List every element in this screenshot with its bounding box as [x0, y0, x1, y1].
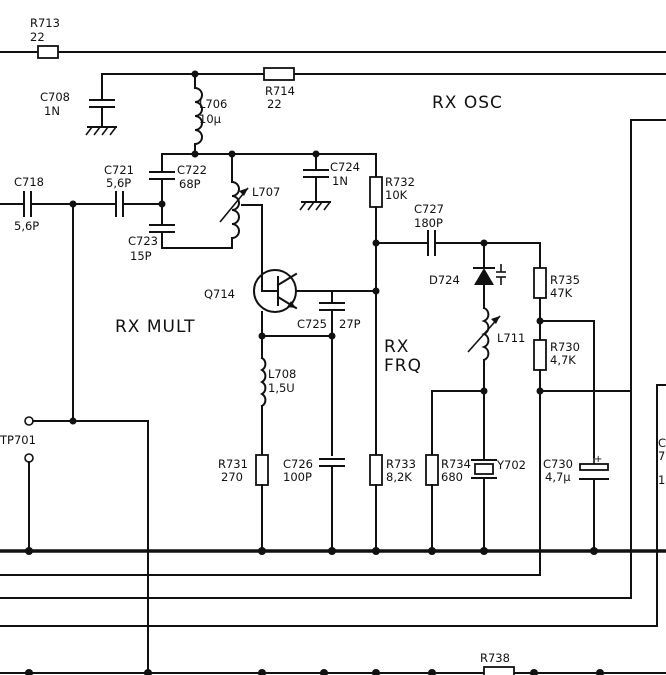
y702-ref: Y702: [496, 458, 526, 472]
resistor-r714: R714 22: [263, 67, 295, 111]
resistor-r732: R732 10K: [369, 175, 415, 456]
l706-ref: L706: [199, 97, 227, 111]
c727-ref: C727: [414, 202, 444, 216]
capacitor-c723: C723 15P: [128, 203, 233, 263]
d724-ref: D724: [429, 273, 460, 287]
capacitor-c708: C708 1N: [40, 90, 117, 136]
capacitor-c722: C722 68P: [149, 163, 207, 205]
r738-ref: R738: [480, 651, 510, 665]
r734-ref: R734: [441, 457, 471, 471]
c721-value: 5,6P: [106, 176, 131, 190]
capacitor-c726: C726 100P: [283, 457, 345, 552]
testpoint-tp701: TP701: [0, 416, 149, 675]
capacitor-c725: C725 27P: [297, 287, 380, 337]
capacitor-c721: C721 5,6P: [104, 163, 134, 217]
inductor-l708: L708 1,5U: [260, 356, 296, 456]
c718-ref: C718: [14, 175, 44, 189]
r714-value: 22: [267, 97, 282, 111]
resistor-r734: R734 680: [425, 390, 485, 552]
transistor-q714: Q714: [204, 269, 377, 337]
l706-value: 10µ: [199, 112, 222, 126]
c724-ref: C724: [330, 160, 360, 174]
l708-ref: L708: [268, 367, 296, 381]
capacitor-c724: C724 1N: [299, 160, 360, 211]
c723-ref: C723: [128, 234, 158, 248]
block-label-rx-osc: RX OSC: [432, 93, 503, 113]
emitter-node: [258, 332, 336, 456]
r713-ref: R713: [30, 16, 60, 30]
c730-value: 4,7µ: [545, 470, 571, 484]
inductor-l706: L706 10µ: [193, 86, 227, 155]
r735-ref: R735: [550, 273, 580, 287]
c727-value: 180P: [414, 216, 443, 230]
r733-value: 8,2K: [386, 470, 412, 484]
r731-ref: R731: [218, 457, 248, 471]
resistor-r713: R713 22: [30, 16, 60, 59]
block-label-rx-mult: RX MULT: [115, 317, 196, 337]
c718-value: 5,6P: [14, 219, 39, 233]
right-side-wires: C 7 1: [630, 119, 666, 627]
r713-value: 22: [30, 30, 45, 44]
resistor-r738: R738: [25, 651, 604, 675]
lower-bus-lines: [0, 574, 666, 674]
r731-value: 270: [221, 470, 243, 484]
block-label-rx-frq-line2: FRQ: [384, 356, 422, 376]
r734-value: 680: [441, 470, 463, 484]
l708-value: 1,5U: [268, 381, 295, 395]
block-label-rx-frq-line1: RX: [384, 337, 409, 357]
varicap-d724: D724: [429, 242, 506, 309]
c730-ref: C730: [543, 457, 573, 471]
c724-value: 1N: [332, 174, 348, 188]
resistor-r733: R733 8,2K: [369, 454, 416, 552]
l711-ref: L711: [497, 331, 525, 345]
c725-value: 27P: [339, 317, 361, 331]
resistor-r731: R731 270: [218, 454, 269, 552]
r735-value: 47K: [550, 286, 573, 300]
c721-ref: C721: [104, 163, 134, 177]
osc-supply-line: [101, 70, 666, 101]
edge-label-7: 7: [658, 449, 665, 463]
c722-value: 68P: [179, 177, 201, 191]
q714-ref: Q714: [204, 287, 235, 301]
capacitor-c718: C718 5,6P: [14, 175, 44, 233]
r714-ref: R714: [265, 84, 295, 98]
c708-ref: C708: [40, 90, 70, 104]
r732-ref: R732: [385, 175, 415, 189]
capacitor-c730: + C730 4,7µ: [543, 454, 609, 552]
tap-to-base: [241, 204, 263, 292]
ground-bus: [0, 547, 666, 555]
resistor-r735: R735 47K: [533, 242, 595, 458]
r733-ref: R733: [386, 457, 416, 471]
resistor-r730: R730 4,7K: [533, 339, 632, 576]
c708-value: 1N: [44, 104, 60, 118]
input-line: [0, 200, 166, 422]
edge-label-c: C: [658, 436, 666, 450]
tank-top-rail: [161, 150, 377, 183]
svg-text:+: +: [594, 454, 602, 465]
inductor-l711: L711: [467, 306, 525, 461]
tp701-ref: TP701: [0, 433, 36, 447]
r730-value: 4,7K: [550, 353, 576, 367]
inductor-l707: L707: [219, 180, 280, 249]
c725-ref: C725: [297, 317, 327, 331]
c726-ref: C726: [283, 457, 313, 471]
c722-ref: C722: [177, 163, 207, 177]
crystal-y702: Y702: [471, 458, 526, 552]
r730-ref: R730: [550, 340, 580, 354]
edge-label-1: 1: [658, 473, 665, 487]
c726-value: 100P: [283, 470, 312, 484]
r732-value: 10K: [385, 188, 408, 202]
capacitor-c727: C727 180P: [375, 202, 541, 256]
l707-ref: L707: [252, 185, 280, 199]
c723-value: 15P: [130, 249, 152, 263]
